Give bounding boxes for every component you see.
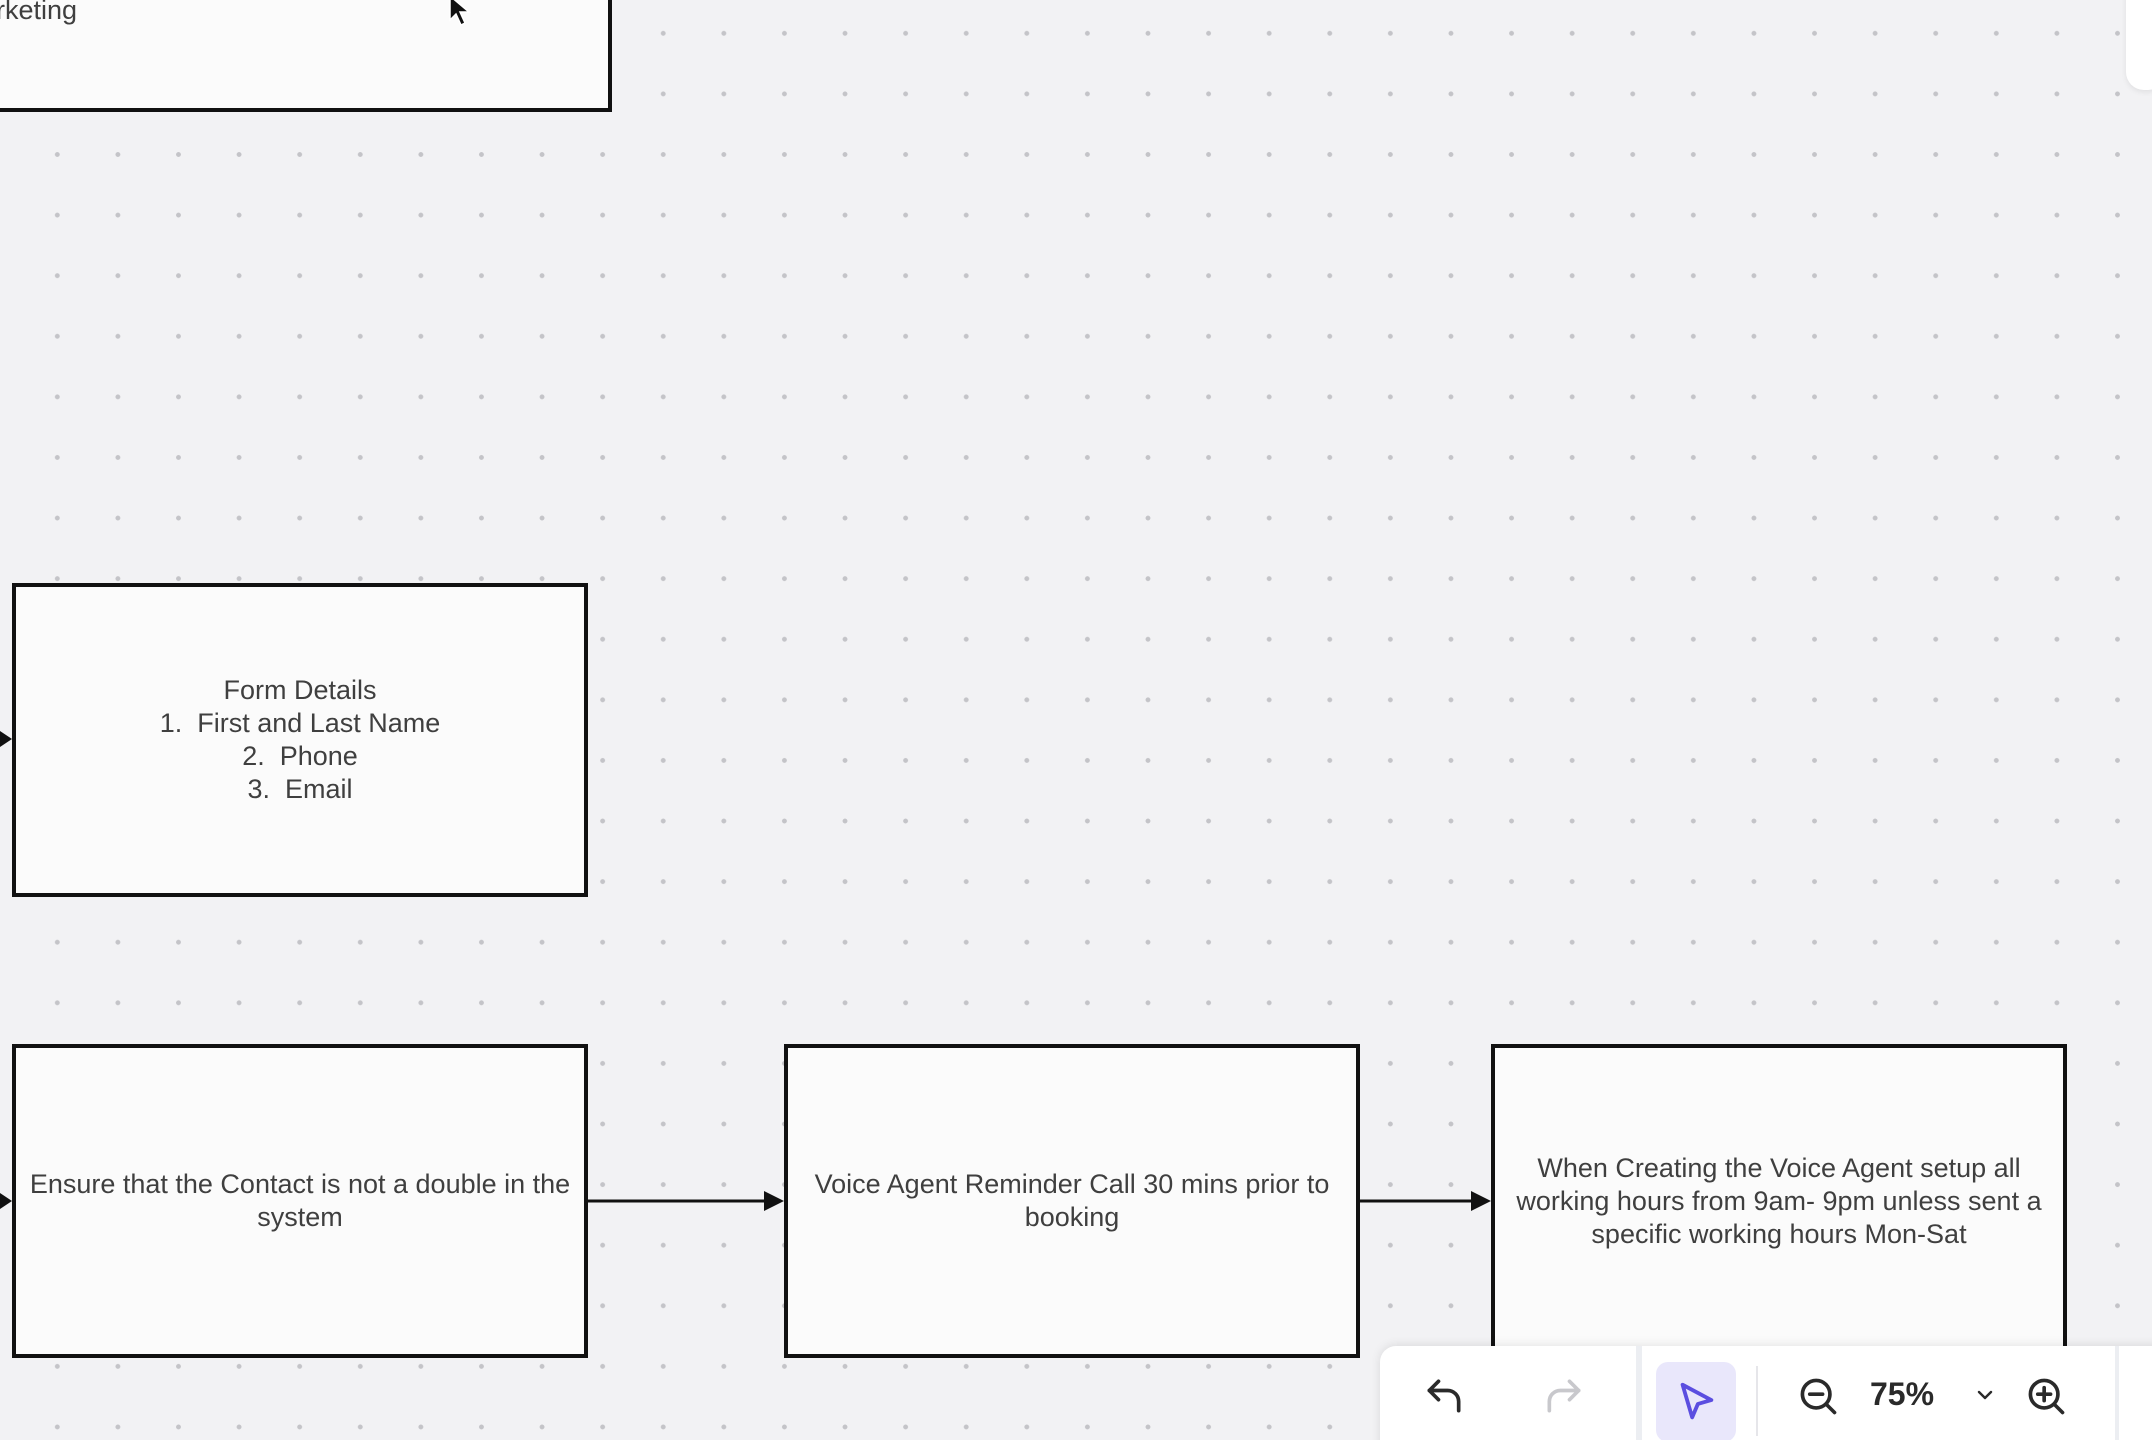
- side-panel-edge: [2126, 0, 2152, 90]
- zoom-in-icon: [2028, 1378, 2065, 1415]
- select-tool-button[interactable]: [1656, 1362, 1736, 1440]
- form-details-title: Form Details: [223, 675, 377, 705]
- pointer-select-icon: [1680, 1382, 1714, 1420]
- form-details-item: 3. Email: [247, 774, 353, 804]
- zoom-out-icon: [1800, 1378, 1837, 1415]
- redo-icon: [1547, 1379, 1581, 1413]
- undo-button[interactable]: [1418, 1370, 1470, 1422]
- arrowhead-into-working-hours: [1471, 1191, 1491, 1211]
- flow-node-ensure-contact-text: Ensure that the Contact is not a double …: [29, 1169, 571, 1232]
- flow-node-voice-reminder-text: Voice Agent Reminder Call 30 mins prior …: [814, 1169, 1330, 1232]
- chevron-down-icon: [1977, 1390, 1993, 1400]
- flow-node-working-hours[interactable]: When Creating the Voice Agent setup all …: [1491, 1044, 2067, 1358]
- bottom-toolbar: 75%: [1380, 1346, 2152, 1440]
- flow-node-marketing-text: rketing: [0, 0, 78, 25]
- toolbar-divider: [2115, 1346, 2119, 1440]
- flow-node-marketing[interactable]: rketing: [0, 0, 612, 112]
- flow-node-working-hours-text: When Creating the Voice Agent setup all …: [1516, 1152, 2042, 1249]
- arrowhead-into-form-details: [0, 731, 12, 747]
- zoom-in-button[interactable]: [2020, 1370, 2072, 1422]
- zoom-level-readout[interactable]: 75%: [1870, 1376, 1935, 1412]
- form-details-item: 1. First and Last Name: [159, 708, 441, 738]
- zoom-menu-button[interactable]: [1970, 1380, 2000, 1410]
- zoom-out-button[interactable]: [1792, 1370, 1844, 1422]
- toolbar-divider: [1636, 1346, 1642, 1440]
- arrowhead-into-ensure-contact: [0, 1193, 12, 1209]
- flow-node-form-details-text: Form Details 1. First and Last Name 2. P…: [160, 674, 441, 806]
- flow-node-voice-reminder[interactable]: Voice Agent Reminder Call 30 mins prior …: [784, 1044, 1360, 1358]
- arrowhead-into-voice-reminder: [764, 1191, 784, 1211]
- undo-icon: [1427, 1379, 1461, 1413]
- flow-node-ensure-contact[interactable]: Ensure that the Contact is not a double …: [12, 1044, 588, 1358]
- redo-button[interactable]: [1538, 1370, 1590, 1422]
- flow-node-form-details[interactable]: Form Details 1. First and Last Name 2. P…: [12, 583, 588, 897]
- toolbar-divider: [1756, 1366, 1758, 1436]
- form-details-item: 2. Phone: [242, 741, 358, 771]
- mouse-cursor-icon: [449, 0, 472, 27]
